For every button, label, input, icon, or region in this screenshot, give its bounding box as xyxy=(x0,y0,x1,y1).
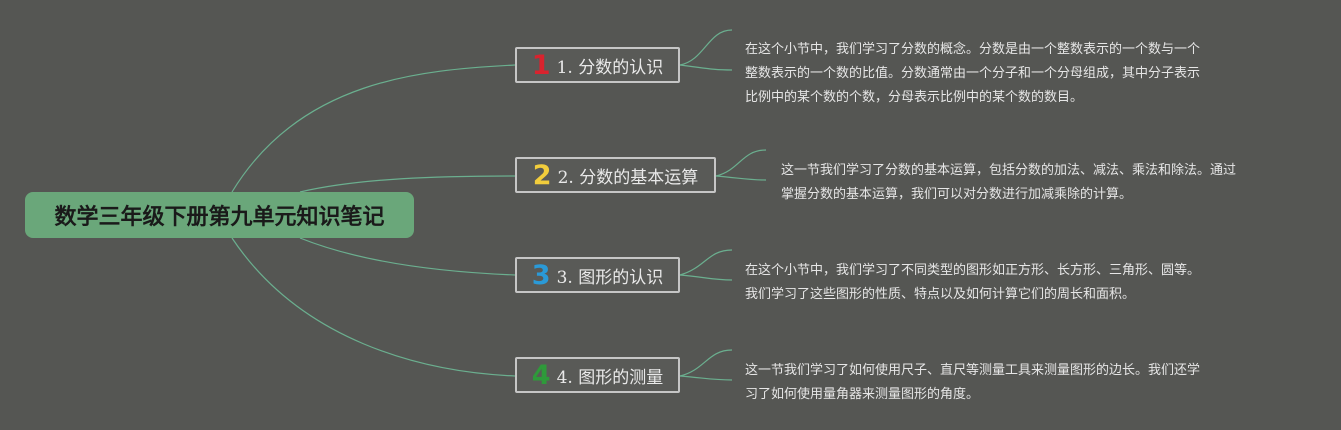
note-line: 我们学习了这些图形的性质、特点以及如何计算它们的周长和面积。 xyxy=(745,287,1136,302)
connector-central-branch-1 xyxy=(231,64,516,193)
number-3-icon: 3 xyxy=(531,259,551,291)
branch-title: 4. 图形的测量 xyxy=(556,367,664,388)
connector-branch-2-note-b xyxy=(715,175,767,181)
branch-title: 1. 分数的认识 xyxy=(556,57,664,78)
connector-central-branch-4 xyxy=(231,237,516,377)
connector-branch-4-note xyxy=(679,349,733,377)
branch-topic-3[interactable]: 3 3. 图形的认识 xyxy=(515,257,680,293)
note-2[interactable]: 这一节我们学习了分数的基本运算，包括分数的加法、减法、乘法和除法。通过 掌握分数… xyxy=(781,159,1236,207)
connector-branch-3-note-b xyxy=(679,274,733,281)
branch-title: 3. 图形的认识 xyxy=(556,267,664,288)
central-topic[interactable]: 数学三年级下册第九单元知识笔记 xyxy=(25,192,414,238)
connector-central-branch-3 xyxy=(299,237,516,276)
branch-topic-4[interactable]: 4 4. 图形的测量 xyxy=(515,357,680,393)
note-line: 在这个小节中，我们学习了分数的概念。分数是由一个整数表示的一个数与一个 xyxy=(745,42,1201,57)
branch-topic-2[interactable]: 2 2. 分数的基本运算 xyxy=(515,157,716,193)
note-line: 比例中的某个数的个数，分母表示比例中的某个数的数目。 xyxy=(745,90,1084,105)
note-line: 习了如何使用量角器来测量图形的角度。 xyxy=(745,387,980,402)
number-1-icon: 1 xyxy=(531,49,551,81)
branch-title: 2. 分数的基本运算 xyxy=(557,167,699,188)
note-4[interactable]: 这一节我们学习了如何使用尺子、直尺等测量工具来测量图形的边长。我们还学 习了如何… xyxy=(745,359,1200,407)
connector-branch-2-note xyxy=(715,149,767,177)
note-line: 这一节我们学习了如何使用尺子、直尺等测量工具来测量图形的边长。我们还学 xyxy=(745,363,1201,378)
note-line: 这一节我们学习了分数的基本运算，包括分数的加法、减法、乘法和除法。通过 xyxy=(781,163,1237,178)
number-4-icon: 4 xyxy=(531,359,551,391)
connector-central-branch-2 xyxy=(299,175,516,193)
number-2-icon: 2 xyxy=(532,159,552,191)
note-1[interactable]: 在这个小节中，我们学习了分数的概念。分数是由一个整数表示的一个数与一个 整数表示… xyxy=(745,38,1200,110)
connector-branch-3-note xyxy=(679,249,733,276)
note-line: 整数表示的一个数的比值。分数通常由一个分子和一个分母组成，其中分子表示 xyxy=(745,66,1201,81)
note-line: 在这个小节中，我们学习了不同类型的图形如正方形、长方形、三角形、圆等。 xyxy=(745,263,1201,278)
note-line: 掌握分数的基本运算，我们可以对分数进行加减乘除的计算。 xyxy=(781,187,1133,202)
branch-topic-1[interactable]: 1 1. 分数的认识 xyxy=(515,47,680,83)
connector-branch-1-note-b xyxy=(679,64,733,71)
connector-branch-1-note xyxy=(679,29,733,66)
note-3[interactable]: 在这个小节中，我们学习了不同类型的图形如正方形、长方形、三角形、圆等。 我们学习… xyxy=(745,259,1200,307)
connector-branch-4-note-b xyxy=(679,375,733,381)
